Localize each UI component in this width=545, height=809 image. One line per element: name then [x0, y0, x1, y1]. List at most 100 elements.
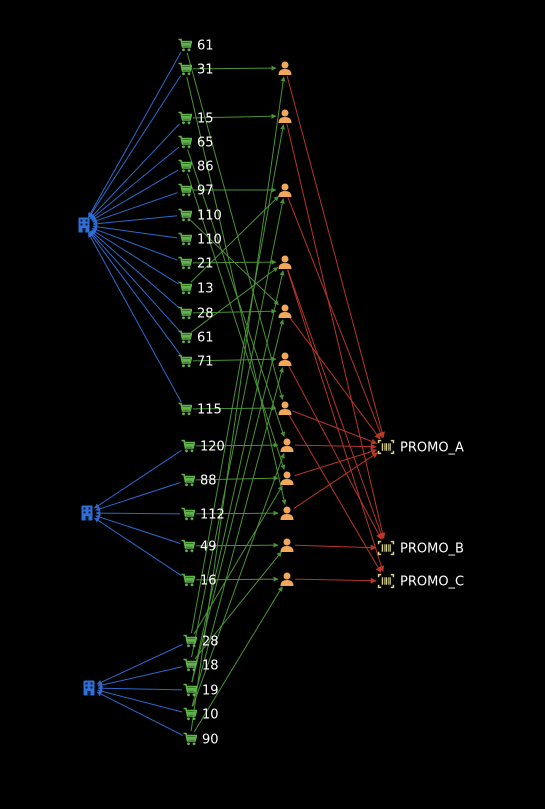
shopping-cart-icon[interactable] — [183, 707, 197, 721]
shopping-cart-icon[interactable] — [183, 634, 197, 648]
nodes-layer: 6131156586971101102113286171115120881124… — [78, 38, 464, 748]
store-order-edge — [96, 643, 183, 685]
store-order-edge — [91, 169, 179, 221]
order-label: 21 — [197, 257, 214, 272]
shopping-cart-icon[interactable] — [181, 473, 195, 487]
shopping-cart-icon[interactable] — [178, 111, 192, 125]
order-label: 10 — [202, 708, 219, 723]
shopping-cart-icon[interactable] — [181, 439, 195, 453]
person-icon[interactable] — [280, 506, 294, 521]
order-label: 18 — [202, 659, 219, 674]
person-icon[interactable] — [278, 183, 292, 198]
promo-edge — [288, 365, 382, 540]
store-order-edge — [92, 224, 178, 239]
purchase-edge — [195, 510, 279, 516]
shopping-cart-icon[interactable] — [178, 402, 192, 416]
shopping-cart-icon[interactable] — [178, 232, 192, 246]
store-order-edge — [97, 666, 183, 688]
purchase-edge — [191, 198, 285, 658]
order-label: 65 — [197, 136, 214, 151]
barcode-icon[interactable] — [377, 439, 395, 455]
building-icon[interactable] — [78, 217, 90, 233]
order-label: 28 — [202, 635, 219, 650]
person-icon[interactable] — [278, 109, 292, 124]
store-order-edge — [97, 688, 183, 713]
shopping-cart-icon[interactable] — [178, 330, 192, 344]
purchase-edge — [195, 442, 279, 448]
purchase-edge — [191, 266, 279, 333]
purchase-edge — [187, 149, 286, 437]
edges-layer — [87, 51, 386, 736]
person-icon[interactable] — [278, 255, 292, 270]
promo-edge — [286, 123, 386, 539]
shopping-cart-icon[interactable] — [181, 573, 195, 587]
purchase-edge — [192, 308, 277, 314]
store-order-edge — [89, 123, 180, 219]
shopping-cart-icon[interactable] — [183, 658, 197, 672]
order-label: 16 — [200, 574, 217, 589]
purchase-edge — [192, 65, 277, 71]
shopping-cart-icon[interactable] — [178, 38, 192, 52]
person-icon[interactable] — [280, 471, 294, 486]
promo-edge — [294, 448, 378, 477]
order-label: 71 — [197, 355, 214, 370]
shopping-cart-icon[interactable] — [178, 135, 192, 149]
person-icon[interactable] — [280, 538, 294, 553]
store-order-edge — [91, 227, 178, 261]
promo-edge — [294, 544, 377, 551]
promo-edge — [287, 269, 384, 540]
shopping-cart-icon[interactable] — [183, 683, 197, 697]
shopping-cart-icon[interactable] — [183, 732, 197, 746]
promo-edge — [287, 197, 384, 439]
store-order-edge — [94, 450, 182, 509]
order-label: 115 — [197, 403, 222, 418]
purchase-edge — [192, 356, 277, 362]
barcode-icon[interactable] — [377, 573, 395, 589]
person-icon[interactable] — [278, 61, 292, 76]
promo-edge — [294, 443, 377, 450]
purchase-edge — [190, 76, 286, 732]
promo-edge — [292, 410, 378, 445]
order-label: 112 — [200, 508, 225, 523]
person-icon[interactable] — [278, 304, 292, 319]
purchase-edge — [190, 195, 279, 283]
shopping-cart-icon[interactable] — [178, 208, 192, 222]
promo-edge — [288, 414, 382, 573]
person-icon[interactable] — [278, 401, 292, 416]
barcode-icon[interactable] — [377, 540, 395, 556]
building-icon[interactable] — [81, 505, 93, 521]
shopping-cart-icon[interactable] — [178, 354, 192, 368]
purchase-edge — [186, 52, 284, 400]
shopping-cart-icon[interactable] — [178, 306, 192, 320]
shopping-cart-icon[interactable] — [178, 281, 192, 295]
store-order-edge — [89, 231, 181, 332]
store-order-edge — [88, 231, 181, 355]
promo-edge — [289, 317, 381, 440]
order-label: 61 — [197, 331, 214, 346]
purchase-edge — [187, 173, 286, 470]
promo-edge — [286, 269, 385, 573]
purchase-edge — [191, 367, 284, 707]
shopping-cart-icon[interactable] — [178, 183, 192, 197]
shopping-cart-icon[interactable] — [181, 507, 195, 521]
building-icon[interactable] — [83, 680, 95, 696]
store-order-edge — [94, 517, 182, 576]
order-label: 110 — [197, 209, 222, 224]
shopping-cart-icon[interactable] — [178, 256, 192, 270]
shopping-cart-icon[interactable] — [178, 159, 192, 173]
order-label: 13 — [197, 282, 214, 297]
person-icon[interactable] — [278, 352, 292, 367]
shopping-cart-icon[interactable] — [181, 539, 195, 553]
person-icon[interactable] — [280, 572, 294, 587]
store-order-edge — [95, 510, 181, 516]
person-icon[interactable] — [280, 438, 294, 453]
store-order-edge — [95, 514, 181, 544]
order-label: 120 — [200, 440, 225, 455]
order-label: 28 — [197, 307, 214, 322]
store-order-edge — [96, 691, 184, 736]
shopping-cart-icon[interactable] — [178, 62, 192, 76]
store-order-edge — [92, 215, 178, 227]
purchase-edge — [193, 586, 283, 733]
promo-edge — [294, 577, 377, 584]
